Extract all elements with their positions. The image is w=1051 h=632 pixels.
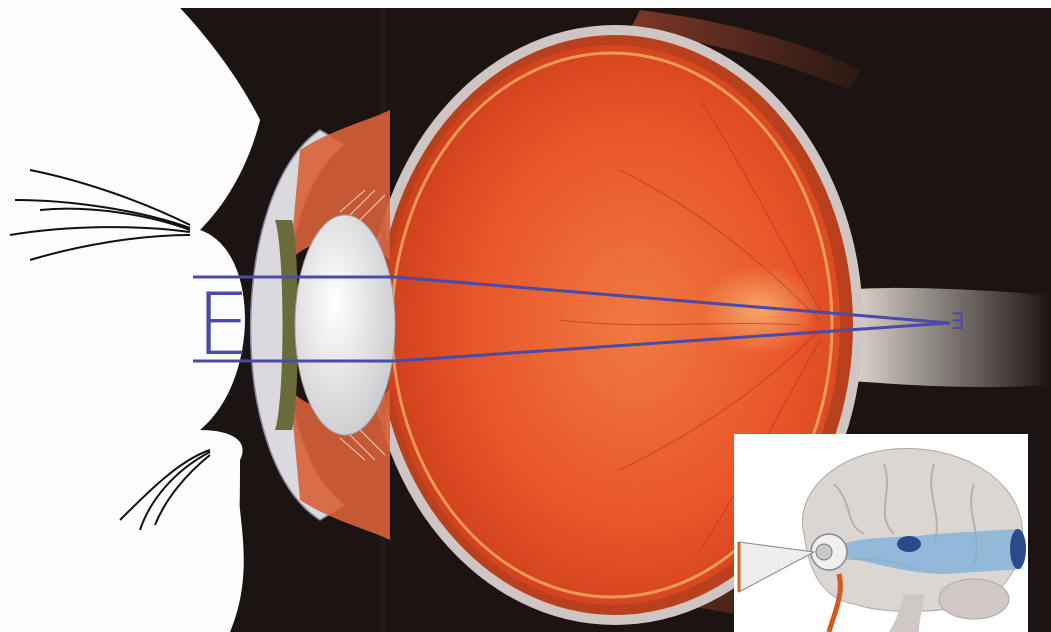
brain-inset [734,434,1028,632]
optic-nerve [840,288,1051,387]
brain-illustration [734,434,1028,632]
lens [295,215,395,435]
inverted-image-letter: E [951,312,965,334]
object-letter: E [196,282,250,368]
